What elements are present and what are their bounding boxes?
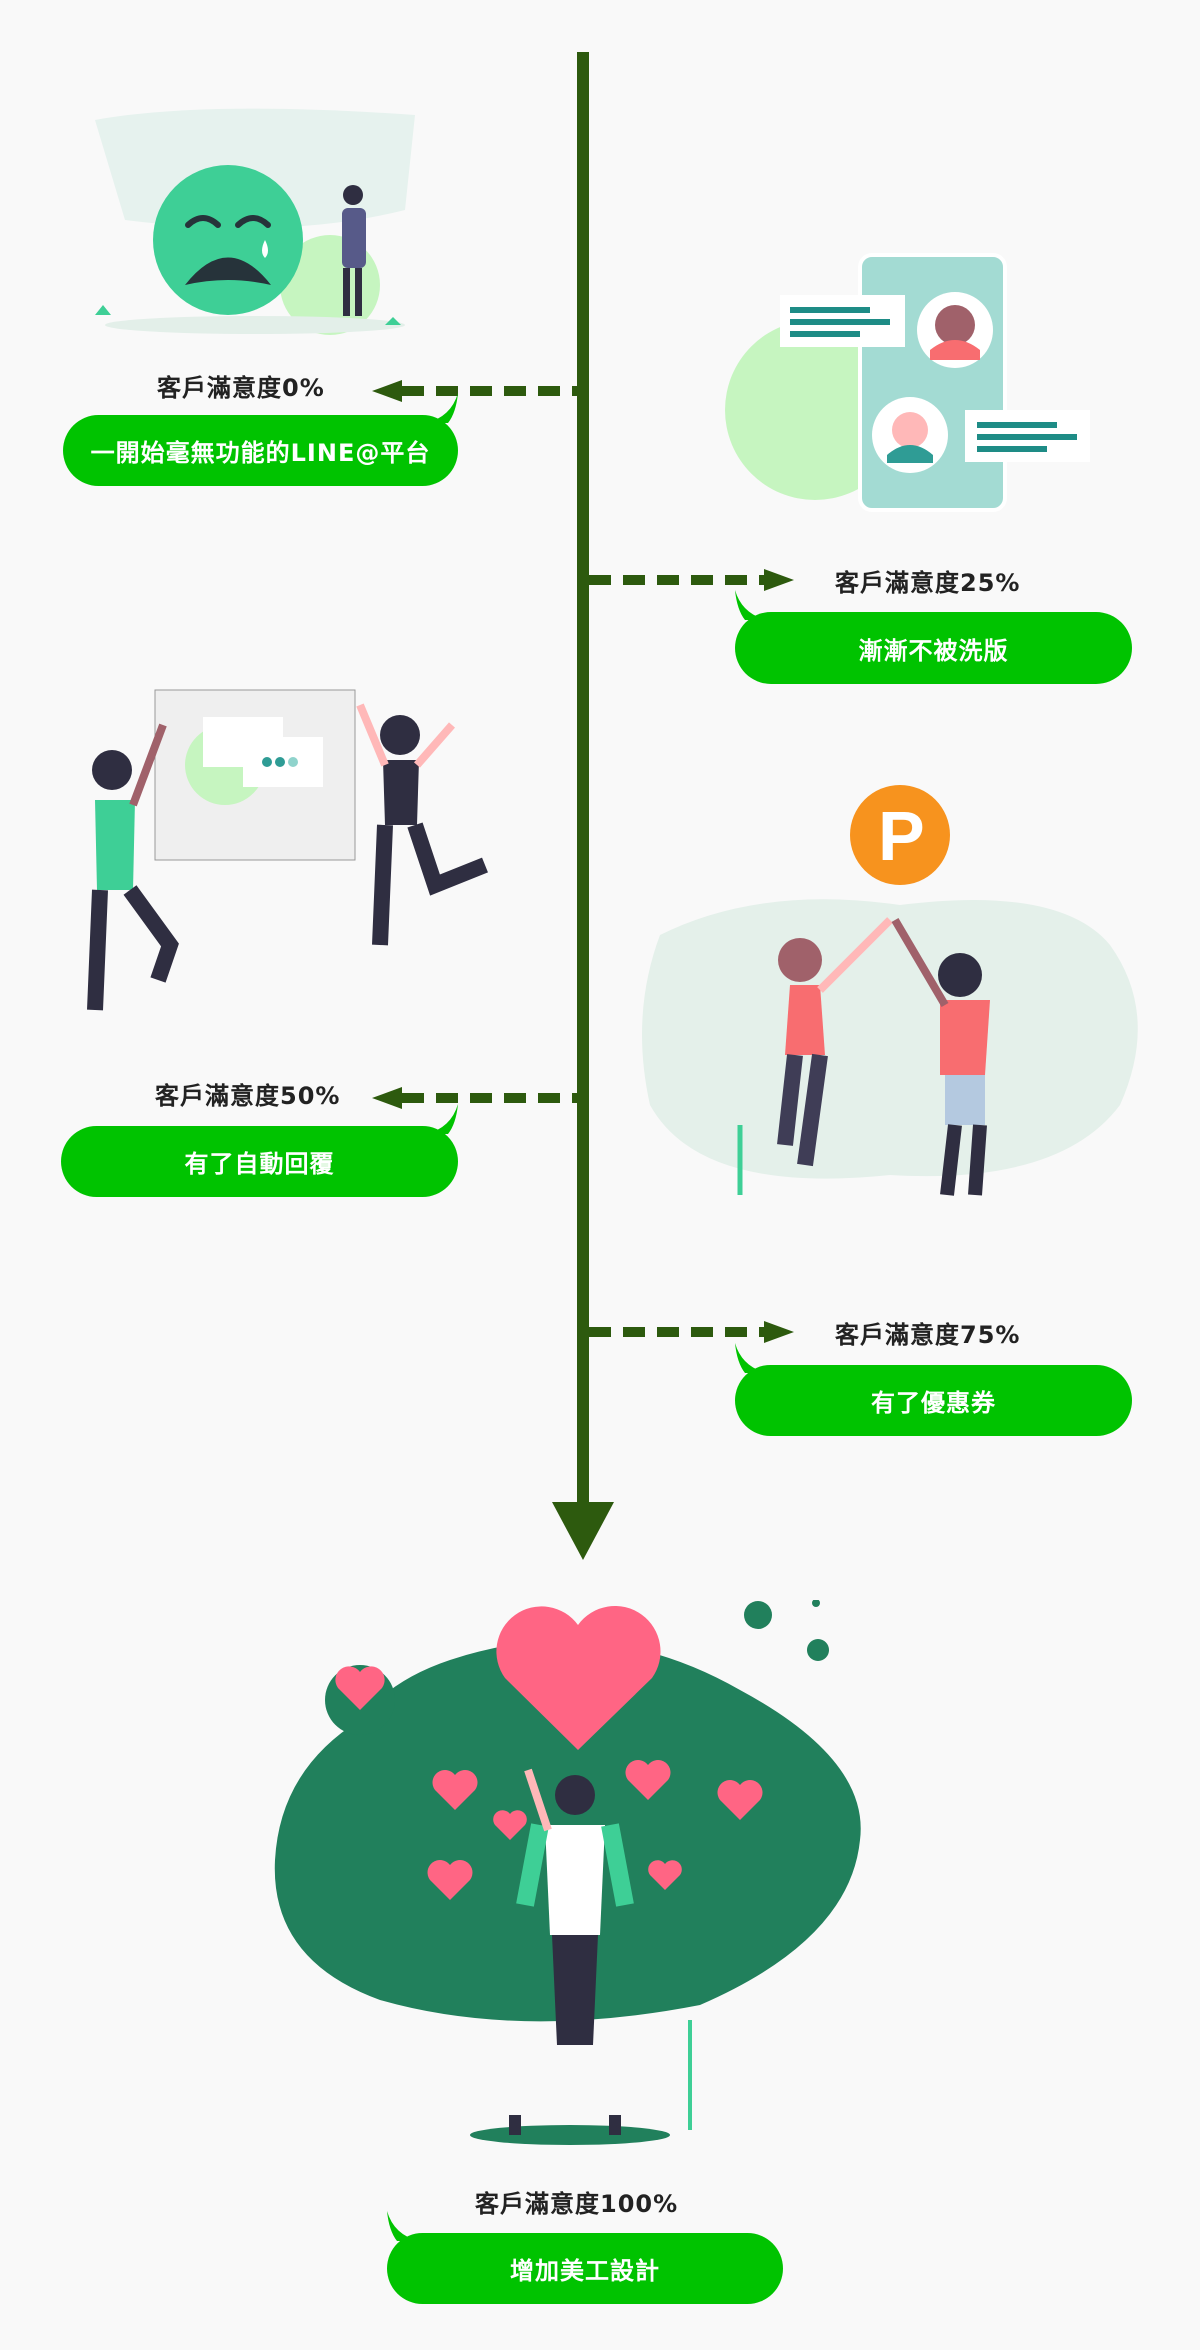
arrow-left-icon: [372, 380, 402, 402]
step-bubble: 增加美工設計: [387, 2211, 783, 2304]
step-title: 有了自動回覆: [184, 1150, 335, 1178]
hearts-illustration: [274, 1600, 861, 2145]
bubble-tail-icon: [735, 1343, 767, 1373]
step-bubble: 有了優惠券: [735, 1343, 1132, 1436]
step-bubble: 一開始毫無功能的LINE@平台: [63, 393, 458, 486]
step-title: 漸漸不被洗版: [858, 636, 1009, 665]
dashed-connector: [589, 575, 764, 585]
bubble-tail-icon: [735, 590, 767, 620]
timeline-line: [577, 52, 589, 1504]
step-title: 一開始毫無功能的LINE@平台: [90, 439, 431, 467]
sad-face-illustration: [95, 108, 415, 335]
celebrating-women-illustration: [87, 689, 488, 1011]
satisfaction-label: 客戶滿意度75%: [835, 1321, 1021, 1349]
satisfaction-label: 客戶滿意度50%: [155, 1082, 341, 1110]
dashed-connector: [589, 1327, 764, 1337]
dashed-connector: [402, 386, 577, 396]
bubble-tail-icon: [387, 2211, 419, 2241]
step-bubble: 漸漸不被洗版: [735, 590, 1132, 684]
satisfaction-label: 客戶滿意度100%: [475, 2190, 679, 2218]
dashed-connector: [402, 1093, 577, 1103]
step-title: 增加美工設計: [510, 2257, 660, 2285]
bubble-tail-icon: [426, 393, 458, 423]
svg-text:P: P: [878, 797, 925, 875]
arrow-left-icon: [372, 1087, 402, 1109]
timeline-arrowhead-icon: [552, 1502, 614, 1560]
high-five-illustration: P: [642, 785, 1138, 1196]
bubble-tail-icon: [426, 1104, 458, 1134]
arrow-right-icon: [764, 569, 794, 591]
satisfaction-label: 客戶滿意度25%: [835, 569, 1021, 597]
step-title: 有了優惠券: [871, 1389, 996, 1417]
phone-chat-illustration: [725, 253, 1090, 512]
arrow-right-icon: [764, 1321, 794, 1343]
step-bubble: 有了自動回覆: [61, 1104, 458, 1197]
satisfaction-label: 客戶滿意度0%: [157, 374, 325, 402]
